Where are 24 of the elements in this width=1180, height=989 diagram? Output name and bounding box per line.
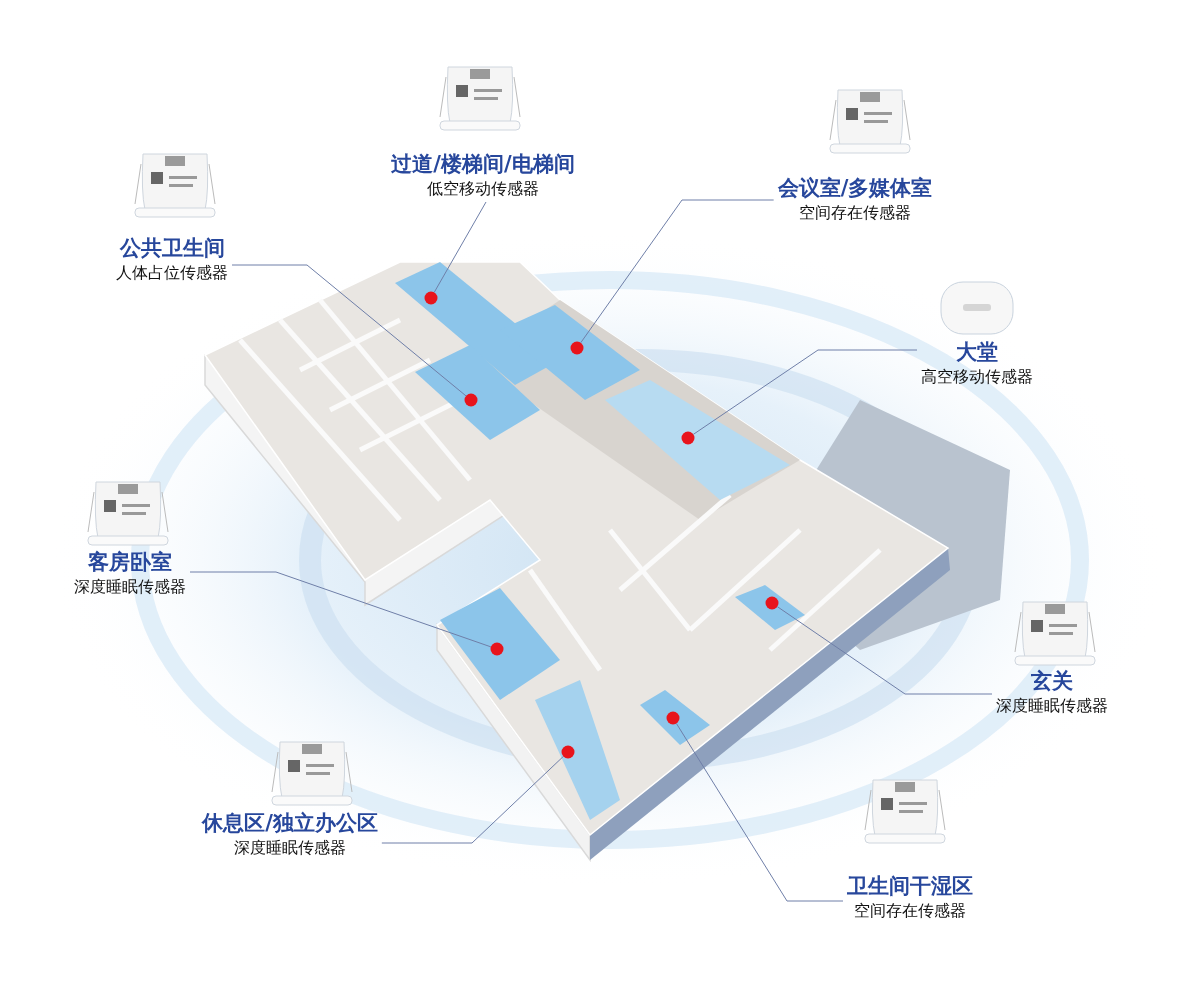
area-heading: 大堂 [955,339,999,366]
area-heading: 公共卫生间 [118,235,226,262]
area-heading: 玄关 [1030,668,1074,695]
leader-line [433,201,487,293]
leader-line [189,571,492,648]
leader-line [692,349,918,435]
sensor-name: 深度睡眠传感器 [233,837,347,859]
area-heading: 客房卧室 [87,549,173,576]
sensor-name: 空间存在传感器 [853,900,967,922]
sensor-name: 深度睡眠传感器 [74,576,186,598]
leader-line [776,606,993,695]
sensor-name: 人体占位传感器 [116,262,228,284]
sensor-name: 空间存在传感器 [798,202,912,224]
area-heading: 过道/楼梯间/电梯间 [391,151,575,178]
area-heading: 会议室/多媒体室 [777,175,933,202]
area-heading: 休息区/独立办公区 [202,810,378,837]
leader-line [231,264,467,397]
area-heading: 卫生间干湿区 [847,873,973,900]
sensor-name: 高空移动传感器 [921,366,1033,388]
sensor-name: 低空移动传感器 [426,178,540,200]
sensor-name: 深度睡眠传感器 [996,695,1108,717]
leader-line [580,199,775,344]
leader-line [675,723,844,902]
leader-line [381,755,564,844]
